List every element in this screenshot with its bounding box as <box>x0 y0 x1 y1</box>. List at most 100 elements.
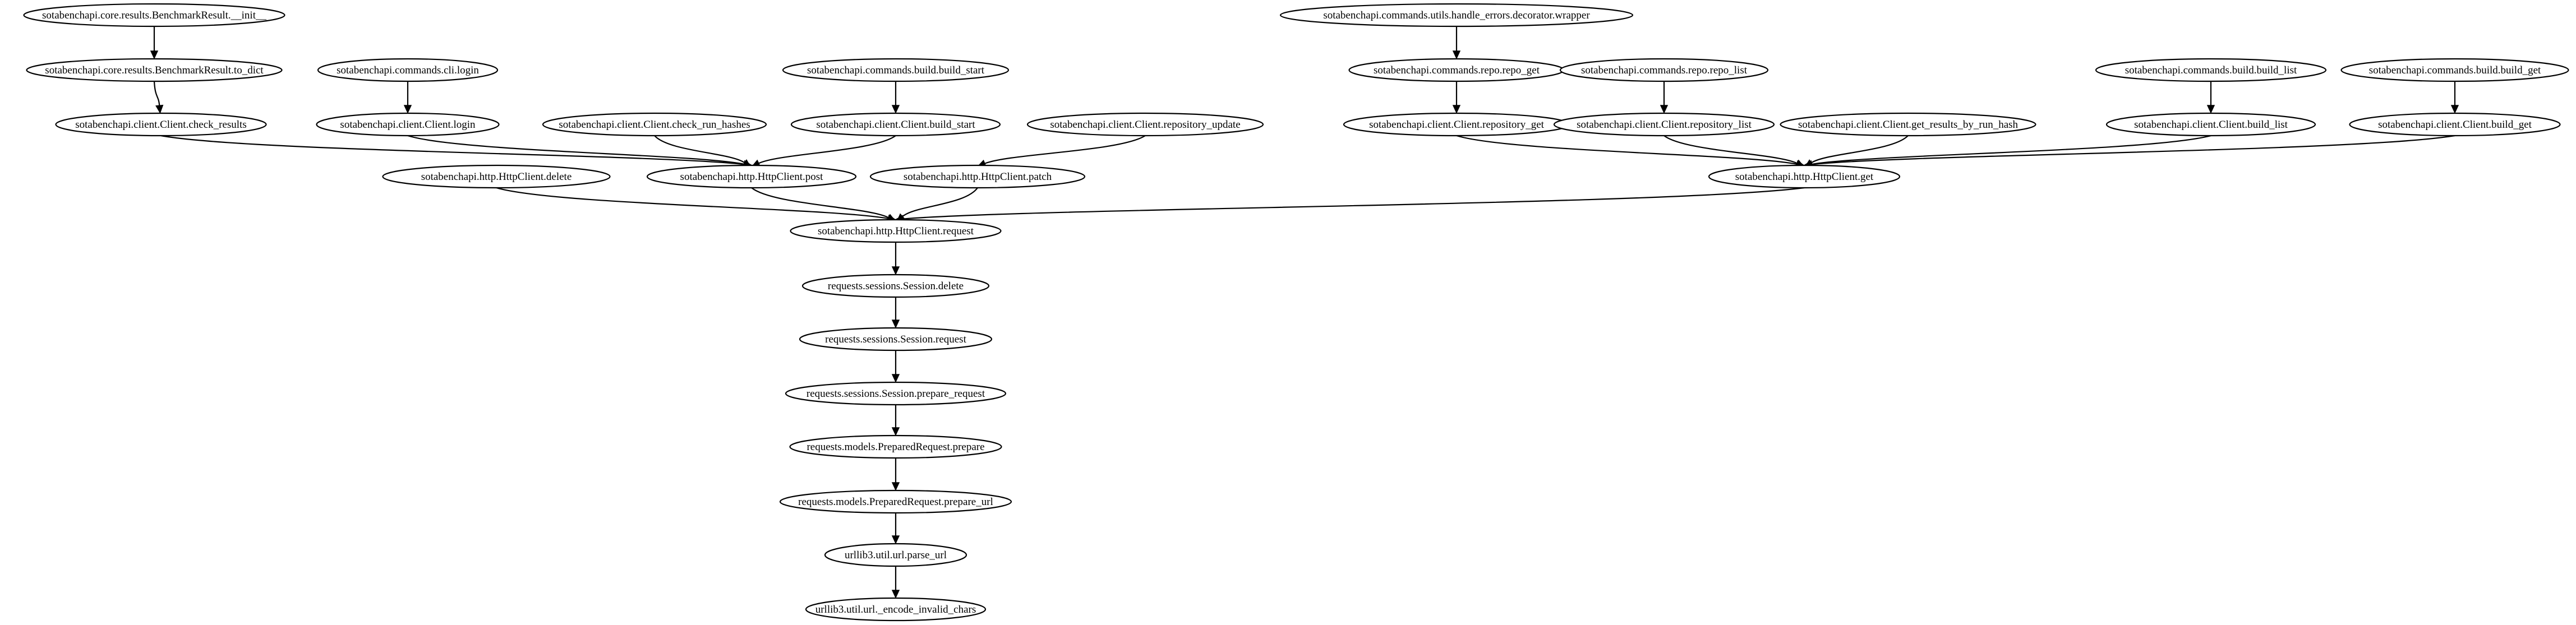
node-label: requests.sessions.Session.prepare_reques… <box>807 388 985 400</box>
graph-node-sotabenchapi-commands-repo-repo-list: sotabenchapi.commands.repo.repo_list <box>1559 58 1769 82</box>
node-ellipse <box>790 219 1002 243</box>
node-label: sotabenchapi.commands.utils.handle_error… <box>1323 10 1590 21</box>
node-label: sotabenchapi.http.HttpClient.request <box>818 225 974 237</box>
node-ellipse <box>805 597 987 622</box>
graph-node-sotabenchapi-client-client-login: sotabenchapi.client.Client.login <box>316 112 500 137</box>
edge-arrowhead <box>891 320 900 328</box>
node-label: sotabenchapi.http.HttpClient.post <box>680 171 824 183</box>
edge-line <box>153 81 160 106</box>
edge-arrowhead <box>891 535 900 544</box>
graph-edge-n07-to-n08 <box>891 81 900 114</box>
node-label: sotabenchapi.client.Client.repository_li… <box>1577 119 1752 131</box>
graph-node-sotabenchapi-http-httpclient-patch: sotabenchapi.http.HttpClient.patch <box>869 164 1086 189</box>
node-label: sotabenchapi.commands.build.build_get <box>2369 64 2541 76</box>
node-ellipse <box>2340 58 2569 82</box>
graph-edge-n24-to-n25 <box>891 242 900 275</box>
node-label: sotabenchapi.client.Client.login <box>340 119 476 131</box>
graph-edge-n27-to-n28 <box>891 405 900 436</box>
graph-edge-n03-to-n21 <box>160 135 753 169</box>
graph-node-sotabenchapi-client-client-build-start: sotabenchapi.client.Client.build_start <box>790 112 1001 137</box>
graph-edge-n23-to-n24 <box>895 187 1805 223</box>
graph-node-sotabenchapi-client-client-repository-update: sotabenchapi.client.Client.repository_up… <box>1026 112 1264 137</box>
graph-edge-n26-to-n27 <box>891 350 900 383</box>
graph-edge-n25-to-n26 <box>891 297 900 328</box>
edge-line <box>407 135 745 165</box>
node-ellipse <box>1780 112 2036 137</box>
edge-line <box>902 187 1805 220</box>
edge-line <box>1456 135 1798 165</box>
node-label: sotabenchapi.commands.cli.login <box>337 64 479 76</box>
node-label: sotabenchapi.client.Client.repository_up… <box>1050 119 1240 131</box>
node-ellipse <box>646 164 857 189</box>
graph-node-sotabenchapi-client-client-check-results: sotabenchapi.client.Client.check_results <box>55 112 267 137</box>
graph-node-sotabenchapi-client-client-check-run-hashes: sotabenchapi.client.Client.check_run_has… <box>542 112 767 137</box>
edge-arrowhead <box>1452 105 1461 114</box>
node-label: sotabenchapi.commands.repo.repo_list <box>1581 64 1748 76</box>
node-label: sotabenchapi.client.Client.get_results_b… <box>1798 119 2019 131</box>
edge-arrowhead <box>2206 105 2215 114</box>
edge-line <box>984 135 1146 164</box>
node-label: urllib3.util.url.parse_url <box>845 549 947 561</box>
edge-arrowhead <box>891 482 900 491</box>
graph-node-requests-models-preparedrequest-prepare-url: requests.models.PreparedRequest.prepare_… <box>779 489 1012 514</box>
node-ellipse <box>23 3 285 27</box>
node-ellipse <box>382 164 611 189</box>
node-ellipse <box>317 58 499 82</box>
node-ellipse <box>785 381 1007 406</box>
edge-line <box>1811 135 2455 165</box>
edge-line <box>1810 135 1909 164</box>
node-label: requests.models.PreparedRequest.prepare <box>807 441 984 453</box>
edges-layer <box>150 26 2459 599</box>
graph-node-sotabenchapi-client-client-build-get: sotabenchapi.client.Client.build_get <box>2349 112 2561 137</box>
node-ellipse <box>1559 58 1769 82</box>
graph-node-sotabenchapi-client-client-repository-list: sotabenchapi.client.Client.repository_li… <box>1553 112 1775 137</box>
graph-node-sotabenchapi-http-httpclient-delete: sotabenchapi.http.HttpClient.delete <box>382 164 611 189</box>
edge-arrowhead <box>2450 105 2459 114</box>
graph-edge-n02-to-n03 <box>153 81 164 114</box>
edge-line <box>654 135 745 164</box>
graph-edge-n11-to-n12 <box>1452 81 1461 114</box>
node-label: sotabenchapi.client.Client.check_results <box>75 119 246 131</box>
graph-node-requests-sessions-session-request: requests.sessions.Session.request <box>799 327 993 351</box>
node-label: sotabenchapi.client.Client.build_list <box>2134 119 2288 131</box>
graph-node-sotabenchapi-commands-build-build-start: sotabenchapi.commands.build.build_start <box>782 58 1010 82</box>
graph-edge-n08-to-n21 <box>751 135 896 167</box>
edge-line <box>902 187 978 217</box>
node-ellipse <box>2349 112 2561 137</box>
graph-edge-n09-to-n22 <box>977 135 1146 168</box>
graph-node-sotabenchapi-commands-build-build-get: sotabenchapi.commands.build.build_get <box>2340 58 2569 82</box>
node-label: sotabenchapi.http.HttpClient.get <box>1735 171 1874 183</box>
node-ellipse <box>779 489 1012 514</box>
edge-line <box>751 187 889 219</box>
graph-node-sotabenchapi-commands-repo-repo-get: sotabenchapi.commands.repo.repo_get <box>1348 58 1565 82</box>
node-label: sotabenchapi.commands.build.build_start <box>807 64 985 76</box>
node-label: sotabenchapi.client.Client.build_get <box>2378 119 2532 131</box>
node-ellipse <box>782 58 1010 82</box>
node-label: requests.models.PreparedRequest.prepare_… <box>798 496 993 508</box>
graph-edge-n20-to-n24 <box>496 187 897 223</box>
graph-edge-n12-to-n23 <box>1456 135 1805 168</box>
graph-edge-n13-to-n14 <box>1660 81 1669 114</box>
edge-arrowhead <box>150 50 159 59</box>
node-ellipse <box>1553 112 1775 137</box>
node-label: sotabenchapi.client.Client.check_run_has… <box>559 119 750 131</box>
edge-arrowhead <box>891 105 900 114</box>
graph-node-requests-sessions-session-prepare-request: requests.sessions.Session.prepare_reques… <box>785 381 1007 406</box>
node-label: urllib3.util.url._encode_invalid_chars <box>815 604 976 615</box>
node-ellipse <box>801 274 990 298</box>
node-ellipse <box>316 112 500 137</box>
node-ellipse <box>55 112 267 137</box>
graph-node-sotabenchapi-commands-cli-login: sotabenchapi.commands.cli.login <box>317 58 499 82</box>
graph-node-sotabenchapi-core-results-benchmarkresult-init: sotabenchapi.core.results.BenchmarkResul… <box>23 3 285 27</box>
node-label: sotabenchapi.commands.repo.repo_get <box>1374 64 1540 76</box>
node-ellipse <box>26 58 283 82</box>
edge-arrowhead <box>403 105 412 114</box>
node-ellipse <box>789 434 1002 459</box>
graph-edge-n15-to-n23 <box>1804 135 1909 168</box>
node-label: sotabenchapi.http.HttpClient.patch <box>904 171 1052 183</box>
graph-edge-n01-to-n02 <box>150 26 159 59</box>
node-ellipse <box>869 164 1086 189</box>
edge-line <box>496 187 889 220</box>
graph-node-requests-models-preparedrequest-prepare: requests.models.PreparedRequest.prepare <box>789 434 1002 459</box>
